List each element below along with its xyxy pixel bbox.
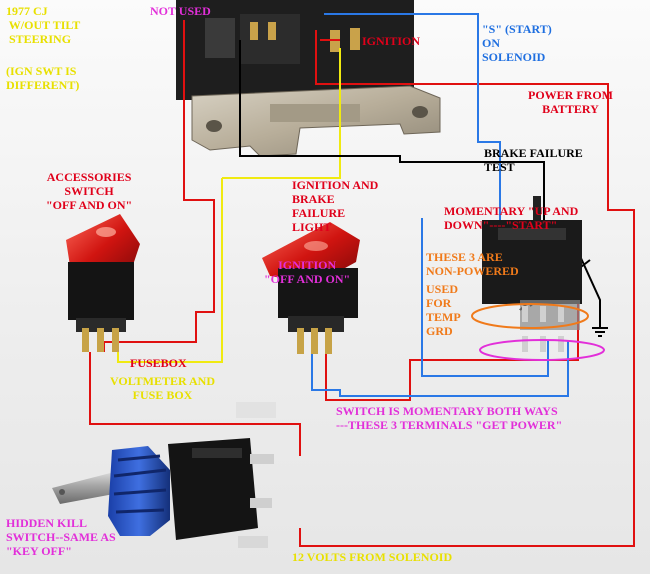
ignition-off-on-label: IGNITION "OFF AND ON" [264, 258, 351, 286]
wire-start-solenoid [324, 13, 501, 220]
kill-toggle-switch [52, 438, 274, 548]
brake-failure-test-label: BRAKE FAILURE TEST [484, 146, 583, 174]
ignition-top-label: IGNITION [362, 34, 421, 48]
power-battery-label: POWER FROM BATTERY [528, 88, 613, 116]
wire-brake-test [239, 40, 545, 220]
accessories-rocker-switch [66, 214, 140, 352]
wire-ignition-to-start [325, 300, 579, 401]
momentary-label: MOMENTARY "UP AND DOWN"----"START" [444, 204, 579, 232]
voltmeter-label: VOLTMETER AND FUSE BOX [110, 374, 216, 402]
wire-start-blue-2 [421, 218, 549, 377]
kill-switch-label: HIDDEN KILL SWITCH--SAME AS "KEY OFF" [6, 516, 116, 558]
wire-power-battery [299, 30, 635, 547]
wire-ignition-yellow [222, 48, 341, 179]
wires [89, 13, 635, 547]
momentary-start-switch [482, 196, 582, 352]
powered-highlight [479, 339, 605, 361]
accessories-label: ACCESSORIES SWITCH "OFF AND ON" [46, 170, 133, 212]
non-powered-label: THESE 3 ARE NON-POWERED [426, 250, 519, 278]
ground-symbol [592, 322, 608, 337]
wire-not-used-red [103, 20, 215, 352]
ignition-rocker-switch [262, 222, 360, 354]
start-solenoid-label: "S" (START) ON SOLENOID [482, 22, 552, 64]
title-label: 1977 CJ W/OUT TILT STEERING [6, 4, 81, 46]
temp-grd-label: USED FOR TEMP GRD [426, 282, 461, 338]
ign-note-label: (IGN SWT IS DIFFERENT) [6, 64, 80, 92]
wire-voltmeter-yellow [117, 178, 223, 363]
ignition-brake-label: IGNITION AND BRAKE FAILURE LIGHT [292, 178, 379, 234]
ignition-switch-body [176, 0, 441, 157]
twelve-volts-label: 12 VOLTS FROM SOLENOID [292, 550, 453, 564]
momentary-both-label: SWITCH IS MOMENTARY BOTH WAYS ---THESE 3… [336, 404, 563, 432]
wire-ignition-blue [311, 340, 569, 397]
not-used-label: NOT USED [150, 4, 211, 18]
wire-accessories-red [89, 352, 301, 456]
non-powered-highlight [471, 303, 589, 329]
fusebox-label: FUSEBOX [130, 356, 187, 370]
